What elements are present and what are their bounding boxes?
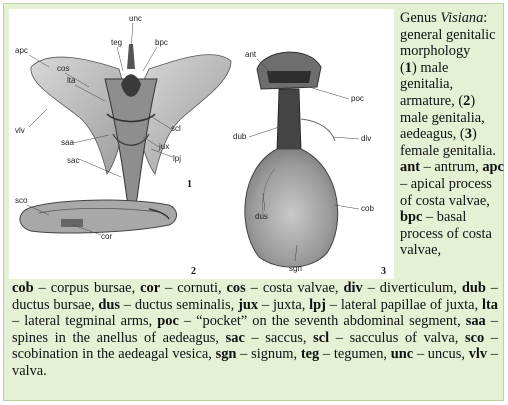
abbreviation-term: unc [391, 346, 413, 362]
abbreviation-definition: – cornuti, [160, 280, 226, 296]
caption-side-column: Genus Visiana: general genitalic morphol… [400, 10, 504, 259]
label-lta: lta [67, 76, 76, 85]
label-sgn: sgn [289, 264, 302, 273]
genitalia-plate: unc teg bpc apc cos lta vlv saa sac scl … [9, 9, 394, 279]
caption-abbrev-start: ant – antrum, apc – apical process of co… [400, 159, 504, 259]
caption-title: Genus Visiana: general genitalic morphol… [400, 10, 504, 60]
abbreviation-term: lta [482, 297, 498, 313]
abbreviation-term: saa [466, 313, 486, 329]
abbreviation-definition: – lateral papillae of juxta, [326, 297, 482, 313]
label-dus: dus [255, 212, 268, 221]
abbreviation-definition: – ductus seminalis, [120, 297, 238, 313]
abbreviation-term: cob [12, 280, 34, 296]
abbreviation-term: sgn [216, 346, 237, 362]
caption-abbrev-list: cob – corpus bursae, cor – cornuti, cos … [12, 280, 498, 380]
label-poc: poc [351, 94, 364, 103]
abbreviation-definition: – signum, [236, 346, 300, 362]
abbreviation-definition: – costa valvae, [246, 280, 344, 296]
abbreviation-term: dus [98, 297, 120, 313]
abbreviation-term: div [343, 280, 362, 296]
label-unc: unc [129, 14, 142, 23]
abbreviation-term: teg [301, 346, 319, 362]
abbreviation-definition: – juxta, [258, 297, 309, 313]
panel-number-2: 2 [191, 266, 196, 277]
abbreviation-term: vlv [469, 346, 487, 362]
abbreviation-definition: – diverticulum, [363, 280, 462, 296]
label-div: div [361, 134, 371, 143]
abbreviation-definition: – tegumen, [319, 346, 391, 362]
label-bpc: bpc [155, 38, 168, 47]
abbreviation-term: sco [465, 330, 484, 346]
abbreviation-term: dub [462, 280, 486, 296]
caption-panels: (1) male genitalia, armature, (2) male g… [400, 60, 504, 160]
label-dub: dub [233, 132, 247, 141]
label-sac: sac [67, 156, 79, 165]
abbreviation-term: jux [238, 297, 258, 313]
label-scl: scl [171, 124, 181, 133]
label-cob: cob [361, 204, 374, 213]
label-lpj: lpj [173, 154, 181, 163]
abbreviation-term: poc [157, 313, 179, 329]
genitalia-illustration: unc teg bpc apc cos lta vlv saa sac scl … [9, 9, 394, 279]
label-sco: sco [15, 196, 28, 205]
panel-number-3: 3 [381, 266, 386, 277]
figure-caption-box: unc teg bpc apc cos lta vlv saa sac scl … [3, 3, 504, 401]
label-vlv: vlv [15, 126, 25, 135]
abbreviation-term: sac [226, 330, 245, 346]
label-saa: saa [61, 138, 74, 147]
abbreviation-definition: – sacculus of valva, [329, 330, 465, 346]
abbreviation-term: scl [313, 330, 329, 346]
label-teg: teg [111, 38, 122, 47]
abbreviation-definition: – corpus bursae, [34, 280, 141, 296]
abbreviation-term: lpj [309, 297, 326, 313]
abbreviation-definition: – uncus, [413, 346, 469, 362]
abbreviation-term: cos [227, 280, 246, 296]
label-apc: apc [15, 46, 28, 55]
panel-3-female [245, 52, 338, 267]
abbreviation-term: cor [140, 280, 160, 296]
abbreviation-definition: – lateral tegminal arms, [12, 313, 157, 329]
abbreviation-definition: – “pocket” on the seventh abdominal segm… [179, 313, 466, 329]
panel-number-1: 1 [187, 179, 192, 190]
label-ant: ant [245, 50, 257, 59]
abbreviation-definition: – saccus, [245, 330, 313, 346]
label-cos: cos [57, 64, 69, 73]
label-cor: cor [101, 232, 112, 241]
label-jux: jux [158, 142, 169, 151]
abbreviation-paragraph: cob – corpus bursae, cor – cornuti, cos … [12, 280, 498, 380]
panel-2-aedeagus [20, 200, 177, 233]
